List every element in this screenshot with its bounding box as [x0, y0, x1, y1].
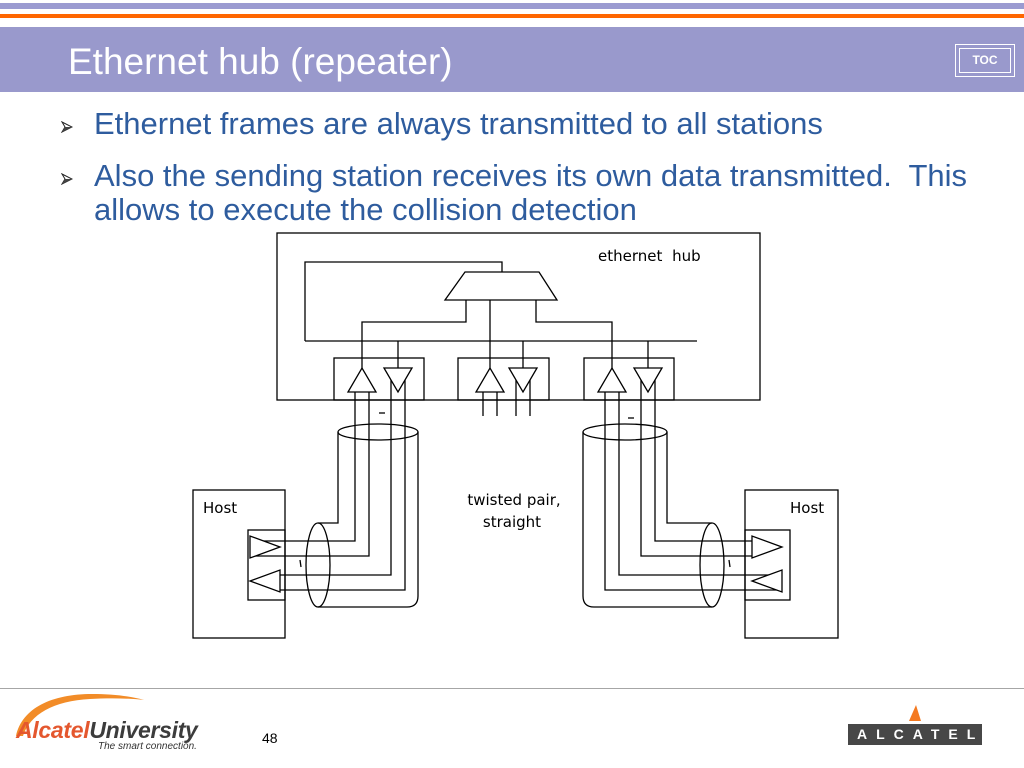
twisted-pair-wire — [278, 380, 406, 591]
twisted-pair-wire — [618, 392, 780, 576]
hub-port — [583, 357, 675, 401]
twisted-pair-wire — [278, 380, 392, 576]
slide-title: Ethernet hub (repeater) — [68, 41, 453, 82]
twisted-pair-wire — [640, 380, 754, 557]
cable-end — [305, 522, 331, 608]
alcatel-university-logo: AlcatelUniversity The smart connection. — [15, 694, 199, 752]
transmitter-triangle — [382, 367, 414, 394]
footer-divider — [0, 688, 1024, 689]
hub-label: ethernet hub — [598, 247, 701, 265]
ethernet-hub-diagram: ethernet hub twisted pair, straigh — [192, 232, 839, 639]
bullet-text: Ethernet frames are always transmitted t… — [94, 106, 823, 141]
host-connector — [247, 529, 286, 601]
cable-outline — [666, 432, 712, 524]
host-label: Host — [790, 499, 824, 517]
cable-label: twisted pair, — [467, 491, 560, 509]
host-connector — [744, 529, 791, 601]
twisted-pair-wire — [252, 392, 356, 542]
receiver-triangle — [248, 569, 281, 593]
title-bar — [0, 27, 1024, 92]
logo-tagline: The smart connection. — [98, 741, 197, 752]
twisted-pair-wire — [604, 392, 780, 591]
cable-end — [337, 423, 419, 441]
twisted-pair-wire — [654, 380, 754, 542]
host-label: Host — [203, 499, 237, 517]
page-number: 48 — [262, 730, 278, 746]
logo-mark-shape — [909, 705, 921, 721]
feedback-line — [304, 261, 503, 341]
cable-outline — [318, 432, 339, 524]
logo-brand-suffix: University — [89, 717, 199, 743]
arrow-bullet-icon — [61, 173, 73, 185]
toc-button[interactable]: TOC — [955, 44, 1015, 77]
arrow-bullet-icon — [61, 121, 73, 133]
cable-outline — [582, 432, 712, 608]
transmitter-triangle — [632, 367, 664, 394]
receiver-triangle — [474, 366, 506, 393]
cable-end — [699, 522, 725, 608]
cable-label: straight — [483, 513, 541, 531]
alcatel-logo-mark — [909, 705, 921, 721]
tick-mark — [728, 559, 731, 568]
hub-port — [457, 357, 550, 401]
logo-wordmark: AlcatelUniversity — [15, 717, 199, 743]
toc-button-label[interactable]: TOC — [959, 48, 1011, 73]
transmitter-triangle — [750, 569, 783, 593]
receiver-triangle — [751, 535, 784, 559]
hub-port — [333, 357, 425, 401]
twisted-pair-wire — [252, 392, 370, 557]
top-decor-band — [0, 3, 1024, 9]
combiner — [443, 271, 559, 301]
logo-swoosh — [16, 694, 144, 736]
combiner-input — [535, 300, 613, 368]
accent-line — [0, 14, 1024, 18]
combiner-input — [361, 300, 467, 368]
tick-mark — [299, 559, 302, 568]
receiver-triangle — [346, 366, 378, 393]
transmitter-triangle — [507, 367, 539, 394]
transmitter-triangle — [249, 535, 282, 559]
receiver-triangle — [596, 366, 628, 393]
bullet-text: Also the sending station receives its ow… — [94, 158, 976, 227]
logo-brand: Alcatel — [15, 717, 90, 743]
alcatel-logo: ALCATEL — [848, 724, 982, 745]
cable-outline — [318, 432, 419, 608]
